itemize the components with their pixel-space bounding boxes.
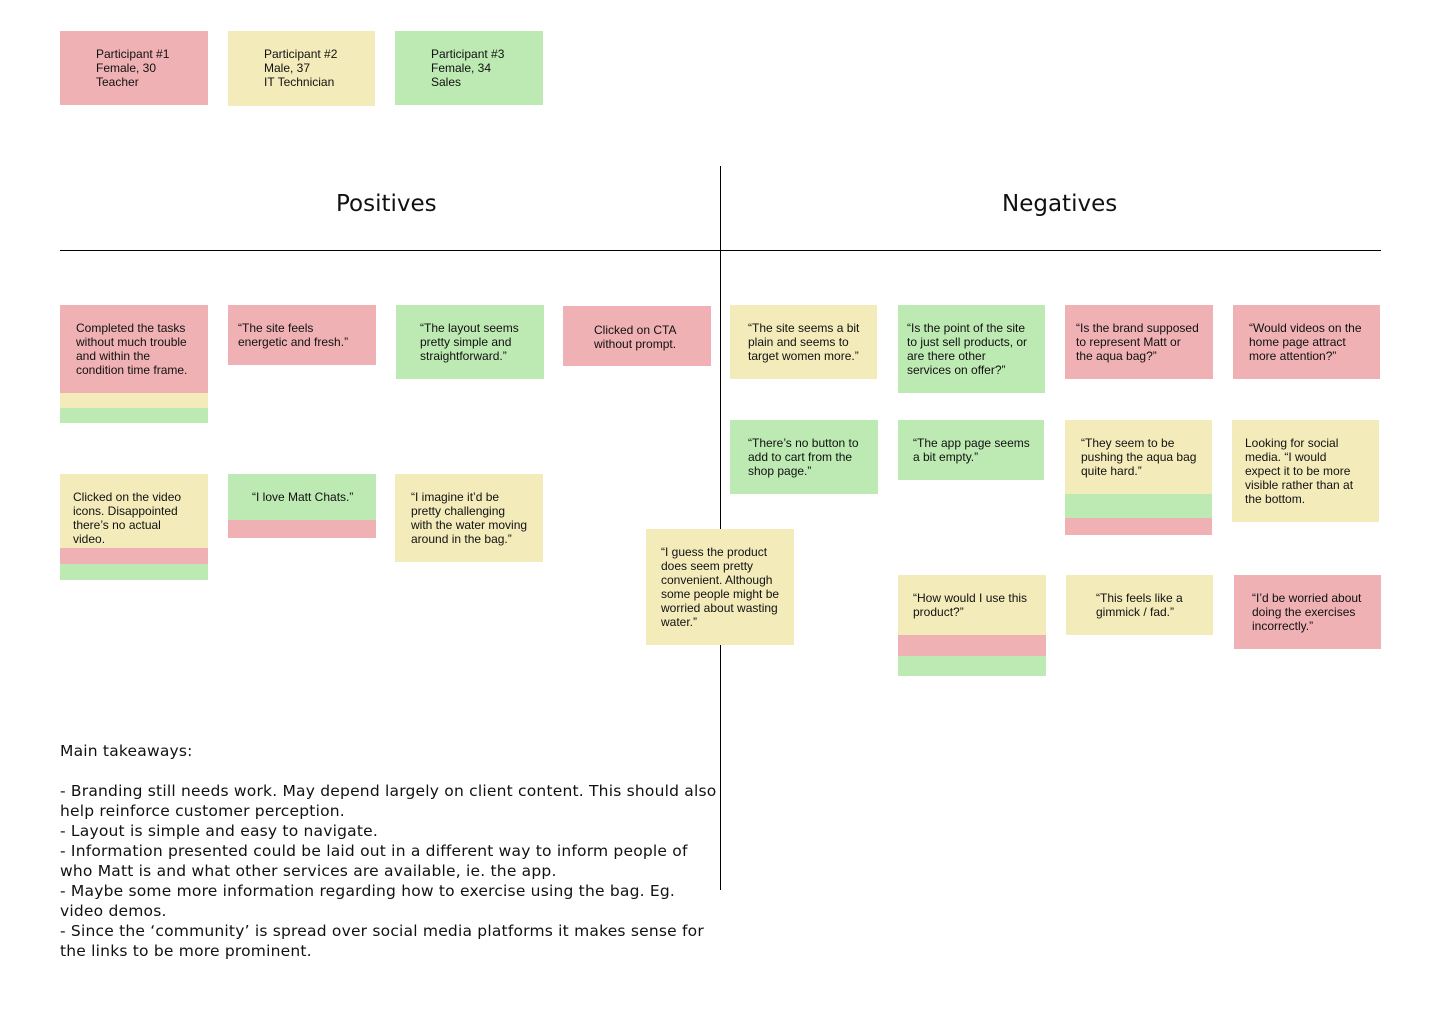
takeaway-item: - Since the ‘community’ is spread over s… — [60, 922, 704, 960]
takeaway-item: - Layout is simple and easy to navigate. — [60, 822, 378, 840]
takeaway-item: - Maybe some more information regarding … — [60, 882, 676, 920]
negative-note-11-text: “I’d be worried about doing the exercise… — [1252, 591, 1362, 633]
participant-1-note: Participant #1 Female, 30 Teacher — [60, 31, 208, 105]
negative-note-6: “The app page seems a bit empty.” — [898, 420, 1044, 480]
negative-note-1: “The site seems a bit plain and seems to… — [730, 305, 877, 379]
participant-2-name: Participant #2 — [264, 47, 338, 61]
participant-1-strip — [60, 548, 208, 564]
positive-note-3: “The layout seems pretty simple and stra… — [396, 305, 544, 379]
positive-note-4-text: Clicked on CTA without prompt. — [594, 323, 677, 351]
participant-3-strip — [60, 408, 208, 423]
negative-note-11: “I’d be worried about doing the exercise… — [1234, 575, 1381, 649]
participant-3-note: Participant #3 Female, 34 Sales — [395, 31, 543, 105]
participant-1-strip — [1065, 518, 1212, 535]
negative-note-7-text: “They seem to be pushing the aqua bag qu… — [1081, 436, 1197, 478]
negative-note-2-text: “Is the point of the site to just sell p… — [907, 321, 1028, 377]
participant-1-strip — [898, 635, 1046, 656]
positive-note-5-text: Clicked on the video icons. Disappointed… — [73, 490, 182, 546]
negatives-heading: Negatives — [1002, 191, 1118, 217]
positive-note-6-text: “I love Matt Chats.” — [252, 490, 354, 504]
negative-note-8: Looking for social media. “I would expec… — [1232, 420, 1379, 522]
participant-1-info: Female, 30 — [96, 61, 157, 75]
participant-3-strip — [60, 564, 208, 580]
negative-note-1-text: “The site seems a bit plain and seems to… — [748, 321, 860, 363]
negative-note-2: “Is the point of the site to just sell p… — [898, 305, 1045, 393]
negative-note-5: “There’s no button to add to cart from t… — [730, 420, 878, 494]
positive-note-3-text: “The layout seems pretty simple and stra… — [420, 321, 519, 363]
participant-2-info: Male, 37 — [264, 61, 311, 75]
participant-1-name: Participant #1 — [96, 47, 170, 61]
neutral-note: “I guess the product does seem pretty co… — [646, 529, 794, 645]
positive-note-5: Clicked on the video icons. Disappointed… — [60, 474, 208, 548]
negative-note-4-text: “Would videos on the home page attract m… — [1249, 321, 1362, 363]
vertical-divider — [720, 166, 721, 890]
negative-note-10-text: “This feels like a gimmick / fad.” — [1096, 591, 1183, 619]
positive-note-7: “I imagine it’d be pretty challenging wi… — [395, 474, 543, 562]
negative-note-9-text: “How would I use this product?” — [913, 591, 1028, 619]
participant-1-role: Teacher — [96, 75, 139, 89]
neutral-note-text: “I guess the product does seem pretty co… — [661, 545, 780, 629]
takeaways-title: Main takeaways: — [60, 742, 193, 760]
participant-1-strip — [228, 520, 376, 538]
negative-note-6-text: “The app page seems a bit empty.” — [913, 436, 1030, 464]
horizontal-divider — [60, 250, 1381, 251]
negative-note-7: “They seem to be pushing the aqua bag qu… — [1065, 420, 1212, 494]
participant-3-strip — [898, 656, 1046, 676]
participant-3-info: Female, 34 — [431, 61, 492, 75]
participant-3-name: Participant #3 — [431, 47, 505, 61]
negative-note-5-text: “There’s no button to add to cart from t… — [748, 436, 859, 478]
takeaway-item: - Branding still needs work. May depend … — [60, 782, 717, 820]
participant-2-strip — [60, 393, 208, 408]
participant-2-role: IT Technician — [264, 75, 335, 89]
negative-note-4: “Would videos on the home page attract m… — [1233, 305, 1380, 379]
negative-note-9: “How would I use this product?” — [898, 575, 1046, 635]
positive-note-1-text: Completed the tasks without much trouble… — [76, 321, 188, 377]
positive-note-2-text: “The site feels energetic and fresh.” — [238, 321, 349, 349]
takeaway-item: - Information presented could be laid ou… — [60, 842, 688, 880]
positive-note-1: Completed the tasks without much trouble… — [60, 305, 208, 393]
participant-3-strip — [1065, 494, 1212, 518]
positive-note-6: “I love Matt Chats.” — [228, 474, 376, 520]
positive-note-4: Clicked on CTA without prompt. — [563, 306, 711, 366]
participant-3-role: Sales — [431, 75, 462, 89]
positives-heading: Positives — [336, 191, 437, 217]
negative-note-10: “This feels like a gimmick / fad.” — [1066, 575, 1213, 635]
participant-2-note: Participant #2 Male, 37 IT Technician — [228, 31, 375, 106]
positive-note-7-text: “I imagine it’d be pretty challenging wi… — [411, 490, 528, 546]
main-takeaways: Main takeaways: - Branding still needs w… — [60, 741, 720, 961]
positive-note-2: “The site feels energetic and fresh.” — [228, 305, 376, 365]
negative-note-3: “Is the brand supposed to represent Matt… — [1065, 305, 1213, 379]
negative-note-8-text: Looking for social media. “I would expec… — [1245, 436, 1354, 506]
negative-note-3-text: “Is the brand supposed to represent Matt… — [1076, 321, 1199, 363]
